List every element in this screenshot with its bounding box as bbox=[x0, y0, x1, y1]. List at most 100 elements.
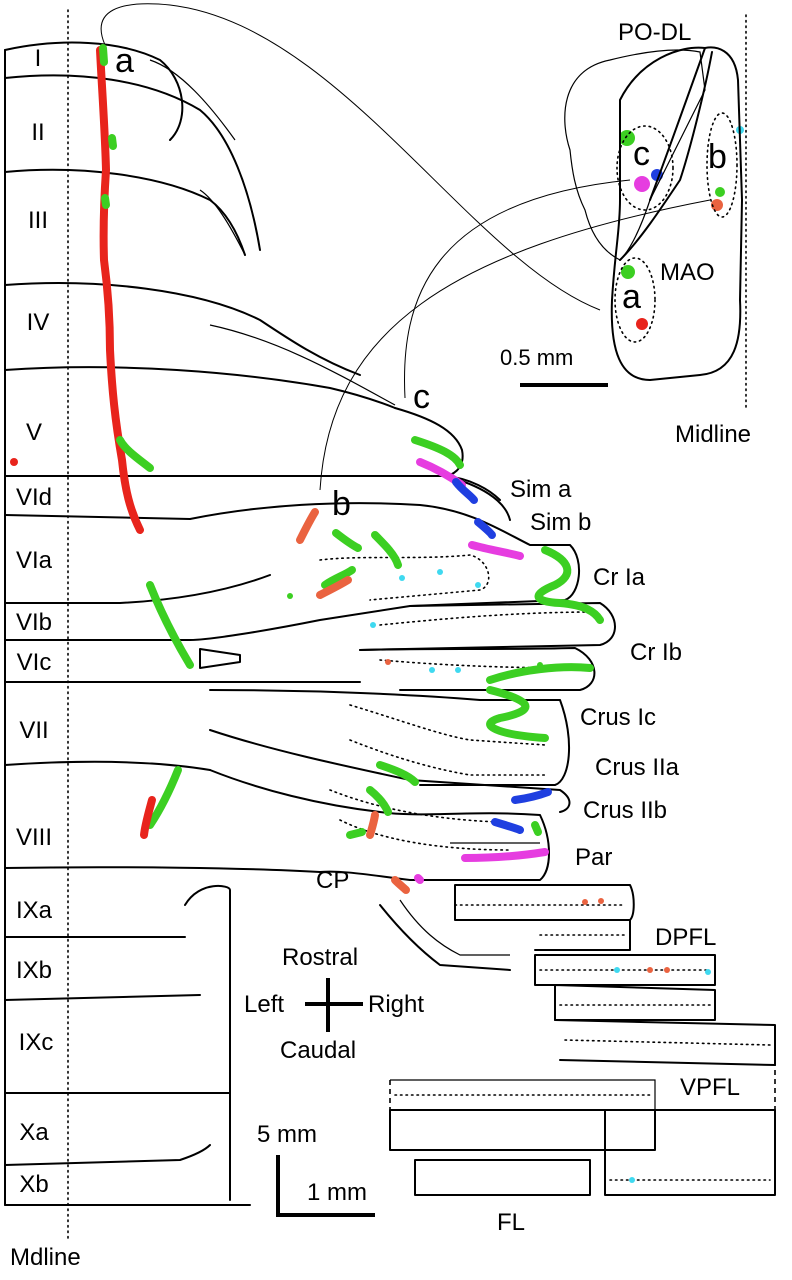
scale-bars bbox=[276, 1155, 375, 1217]
cyan-cell-dot bbox=[455, 667, 461, 673]
green-label-stripe bbox=[146, 766, 182, 829]
lobule-label-IXb: IXb bbox=[16, 957, 52, 984]
folium-labels: Sim a Sim b Cr Ia Cr Ib Crus Ic Crus IIa… bbox=[316, 476, 740, 1236]
green-cell-dot bbox=[537, 662, 543, 668]
lobule-label-VIa: VIa bbox=[16, 547, 53, 574]
compass-right: Right bbox=[368, 991, 424, 1018]
green-label-stripe bbox=[101, 194, 110, 209]
midline-label: Mdline bbox=[10, 1244, 81, 1271]
lobule-label-III: III bbox=[28, 207, 48, 234]
green-label-stripe bbox=[486, 686, 549, 742]
inset-letter-c: c bbox=[633, 135, 650, 173]
hemisphere-folia bbox=[189, 407, 776, 1196]
green-label-stripe bbox=[371, 531, 402, 569]
projection-lines bbox=[100, 3, 711, 491]
folium-sim-b: Sim b bbox=[530, 509, 591, 536]
folium-cp: CP bbox=[316, 867, 349, 894]
lobule-label-IV: IV bbox=[27, 309, 50, 336]
blue-label-stripe bbox=[491, 818, 524, 834]
lobule-label-VIc: VIc bbox=[17, 649, 52, 676]
scale-horizontal-label: 1 mm bbox=[307, 1179, 367, 1206]
green-label-stripe bbox=[321, 566, 356, 589]
folium-crus-iib: Crus IIb bbox=[583, 797, 667, 824]
compass-left: Left bbox=[244, 991, 284, 1018]
orange-label-stripe bbox=[391, 876, 410, 894]
lobule-boundaries bbox=[4, 59, 501, 1206]
cyan-cell-dot bbox=[475, 582, 481, 588]
scale-labels: 5 mm 1 mm bbox=[257, 1121, 367, 1206]
lobule-label-VId: VId bbox=[16, 484, 52, 511]
cyan-cell-dot bbox=[399, 575, 405, 581]
cyan-cell-dot bbox=[437, 569, 443, 575]
lobule-label-VII: VII bbox=[19, 717, 48, 744]
orientation-cross bbox=[305, 978, 363, 1032]
compass-caudal: Caudal bbox=[280, 1037, 356, 1064]
lobule-labels: I II III IV V VId VIa VIb VIc VII VIII I… bbox=[16, 45, 53, 1198]
green-cell-dot bbox=[715, 187, 725, 197]
folium-sim-a: Sim a bbox=[510, 476, 572, 503]
orange-cell-dot bbox=[647, 967, 653, 973]
lobule-I-outline bbox=[4, 41, 184, 141]
cyan-cell-dot bbox=[629, 1177, 635, 1183]
green-label-stripe bbox=[411, 436, 464, 469]
lobule-label-Xb: Xb bbox=[19, 1171, 48, 1198]
lobule-label-V: V bbox=[26, 419, 42, 446]
green-cell-dot bbox=[621, 265, 635, 279]
compass-labels: Rostral Caudal Left Right bbox=[244, 944, 424, 1064]
folium-crus-iia: Crus IIa bbox=[595, 754, 680, 781]
red-cell-dot bbox=[10, 458, 18, 466]
lobule-label-IXa: IXa bbox=[16, 897, 53, 924]
magenta-cell-dot bbox=[634, 176, 650, 192]
folium-par: Par bbox=[575, 844, 612, 871]
cyan-cell-dot bbox=[705, 969, 711, 975]
lobule-label-Xa: Xa bbox=[19, 1119, 49, 1146]
orange-cell-dot bbox=[711, 199, 723, 211]
folium-cr-ia: Cr Ia bbox=[593, 564, 646, 591]
green-label-stripe bbox=[146, 581, 194, 669]
orange-label-stripe bbox=[296, 508, 319, 544]
folium-cr-ib: Cr Ib bbox=[630, 639, 682, 666]
orange-cell-dot bbox=[664, 967, 670, 973]
inset-title: PO-DL bbox=[618, 19, 691, 46]
orange-cell-dot bbox=[582, 899, 588, 905]
green-label-stripe bbox=[116, 436, 154, 472]
compass-rostral: Rostral bbox=[282, 944, 358, 971]
orange-label-stripe bbox=[366, 811, 379, 839]
blue-label-stripe bbox=[474, 518, 496, 539]
stripe-dots bbox=[10, 44, 744, 1183]
green-label-stripe bbox=[376, 761, 419, 786]
folium-vpfl: VPFL bbox=[680, 1074, 740, 1101]
green-label-stripe bbox=[332, 529, 362, 552]
magenta-label-stripe bbox=[461, 848, 549, 862]
mao-outline bbox=[610, 46, 743, 381]
blue-label-stripe bbox=[511, 788, 552, 804]
cyan-cell-dot bbox=[614, 967, 620, 973]
inset-scale-label: 0.5 mm bbox=[500, 345, 573, 370]
lobule-label-II: II bbox=[31, 119, 44, 146]
site-letter-b: b bbox=[332, 485, 351, 523]
cyan-cell-dot bbox=[370, 622, 376, 628]
scale-vertical-label: 5 mm bbox=[257, 1121, 317, 1148]
green-cell-dot bbox=[287, 593, 293, 599]
po-dl-outline bbox=[564, 49, 706, 261]
green-label-stripe bbox=[346, 828, 366, 839]
folium-dpfl: DPFL bbox=[655, 924, 716, 951]
red-cell-dot bbox=[636, 318, 648, 330]
green-label-stripe bbox=[108, 134, 117, 150]
inset-midline-label: Midline bbox=[675, 421, 751, 448]
site-letter-a: a bbox=[115, 42, 134, 80]
inset-labels: PO-DL MAO 0.5 mm Midline c b a bbox=[500, 19, 751, 448]
red-label-stripe bbox=[96, 46, 144, 534]
green-label-stripe bbox=[366, 786, 392, 816]
orange-cell-dot bbox=[385, 659, 391, 665]
orange-label-stripe bbox=[316, 576, 352, 599]
red-label-stripe bbox=[140, 796, 156, 839]
inferior-olive-inset bbox=[520, 14, 747, 411]
green-label-stripe bbox=[534, 546, 604, 624]
blue-label-stripe bbox=[452, 478, 478, 504]
lobule-label-I: I bbox=[35, 45, 42, 72]
inset-letter-b: b bbox=[708, 138, 727, 176]
folium-crus-ic: Crus Ic bbox=[580, 704, 656, 731]
inset-mao-label: MAO bbox=[660, 259, 715, 286]
